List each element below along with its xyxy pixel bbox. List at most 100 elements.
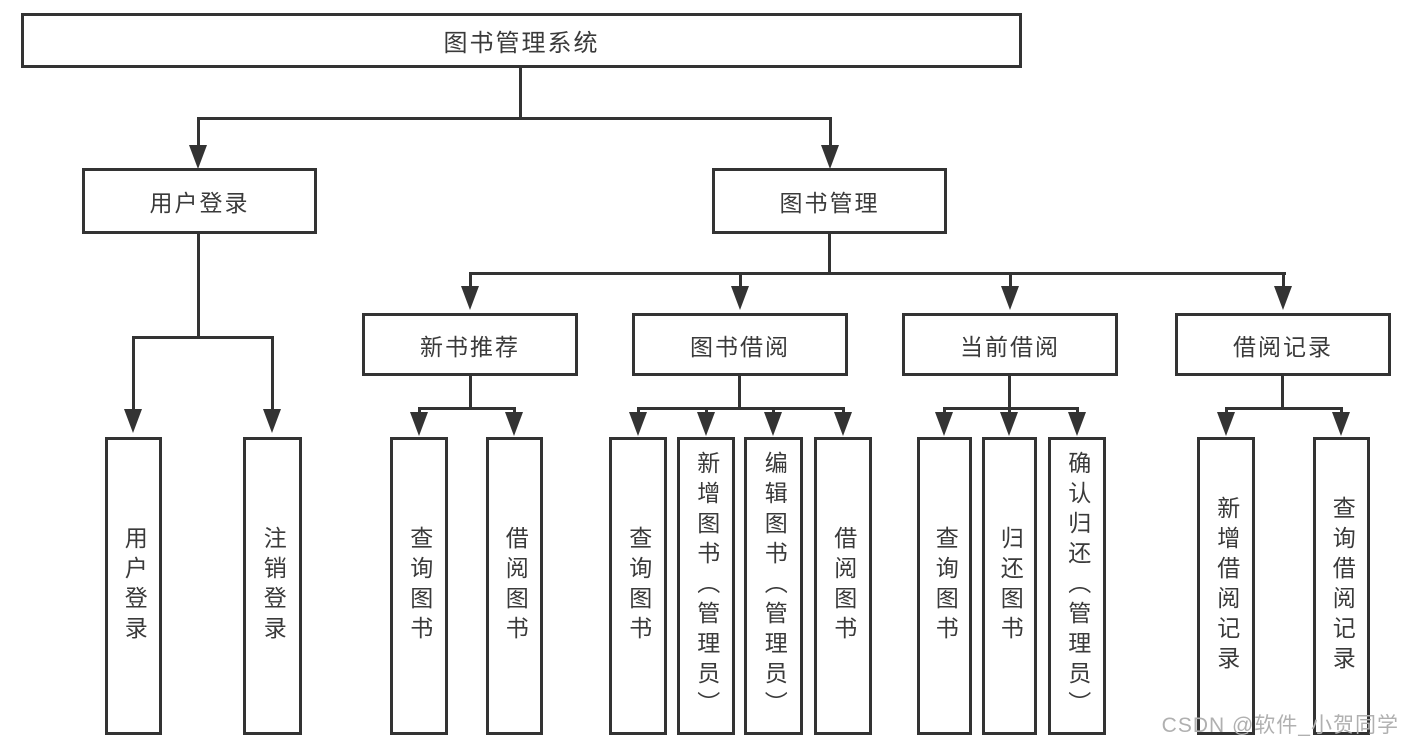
leaf-confirm-return-admin: 确认归还（管理员） [1048,437,1106,735]
arrow-head-icon [189,145,207,169]
arrow-stem [1075,407,1079,412]
node-label: 查询图书 [932,526,959,646]
arrow-to-leaf-user-login [124,336,142,433]
arrow-head-icon [935,412,953,436]
node-label: 确认归还（管理员） [1064,451,1091,721]
arrow-head-icon [834,412,852,436]
arrow-stem [942,407,946,412]
arrow-head-icon [1274,286,1292,310]
arrow-to-search-borrow-record [1332,407,1350,436]
arrow-to-add-borrow-record [1217,407,1235,436]
arrow-stem [417,407,421,412]
arrow-to-return-books [1000,407,1018,436]
node-label: 新书推荐 [420,333,520,360]
arrow-stem [512,407,516,412]
leaf-search-borrow-record: 查询借阅记录 [1313,437,1370,735]
arrow-stem [1007,407,1011,412]
connector-level3-bus [469,272,1286,275]
leaf-return-books: 归还图书 [982,437,1037,735]
arrow-to-book-management [821,117,839,169]
node-label: 注销登录 [260,526,287,646]
node-label: 用户登录 [121,526,148,646]
node-label: 编辑图书（管理员） [761,451,788,721]
arrow-to-search-books [629,407,647,436]
node-label: 查询图书 [625,526,652,646]
connector-user-login-down [197,234,200,338]
arrow-head-icon [821,145,839,169]
node-label: 用户登录 [149,190,250,216]
connector-current-borrowing-down [1008,376,1011,409]
arrow-stem [841,407,845,412]
arrow-head-icon [124,409,142,433]
connector-user-login-bus [132,336,274,339]
node-library-management-system: 图书管理系统 [21,13,1022,68]
arrow-to-new-book-recommendation [461,272,479,310]
node-label: 归还图书 [997,526,1024,646]
arrow-to-user-login [189,117,207,169]
arrow-stem [738,272,742,286]
arrow-stem [131,336,135,409]
connector-book-management-down [828,234,831,274]
connector-borrowing-records-bus [1225,407,1343,410]
connector-level2-bus [197,117,832,120]
leaf-borrow-books: 借阅图书 [814,437,872,735]
arrow-to-confirm-return [1068,407,1086,436]
node-label: 查询图书 [406,526,433,646]
arrow-to-leaf-logout [263,336,281,433]
connector-current-borrowing-bus [943,407,1079,410]
connector-book-borrowing-down [738,376,741,409]
arrow-stem [771,407,775,412]
arrow-head-icon [461,286,479,310]
arrow-stem [1281,272,1285,286]
arrow-to-search-books [935,407,953,436]
arrow-stem [468,272,472,286]
arrow-stem [636,407,640,412]
arrow-stem [1008,272,1012,286]
node-label: 借阅图书 [830,526,857,646]
leaf-add-books-admin: 新增图书（管理员） [677,437,735,735]
arrow-to-borrow-books [505,407,523,436]
arrow-to-borrow-books [834,407,852,436]
arrow-head-icon [1332,412,1350,436]
arrow-head-icon [731,286,749,310]
arrow-to-edit-books [764,407,782,436]
leaf-search-books-recommend: 查询图书 [390,437,448,735]
arrow-head-icon [1068,412,1086,436]
arrow-to-borrowing-records [1274,272,1292,310]
node-label: 借阅图书 [502,526,529,646]
arrow-head-icon [1000,412,1018,436]
watermark: CSDN @软件_小贺同学 [1161,714,1399,737]
node-book-management: 图书管理 [712,168,947,234]
arrow-to-book-borrowing [731,272,749,310]
connector-borrowing-records-down [1281,376,1284,409]
node-book-borrowing: 图书借阅 [632,313,848,376]
node-label: 查询借阅记录 [1329,496,1356,676]
node-borrowing-records: 借阅记录 [1175,313,1391,376]
node-label: 当前借阅 [960,333,1060,360]
arrow-head-icon [1001,286,1019,310]
node-label: 图书管理系统 [443,30,600,57]
arrow-head-icon [697,412,715,436]
arrow-head-icon [263,409,281,433]
arrow-stem [270,336,274,409]
node-current-borrowing: 当前借阅 [902,313,1118,376]
leaf-logout: 注销登录 [243,437,302,735]
arrow-stem [196,117,200,145]
leaf-user-login: 用户登录 [105,437,162,735]
node-new-book-recommendation: 新书推荐 [362,313,578,376]
arrow-head-icon [629,412,647,436]
arrow-to-search-books [410,407,428,436]
arrow-stem [704,407,708,412]
connector-new-book-down [469,376,472,409]
arrow-head-icon [1217,412,1235,436]
arrow-head-icon [505,412,523,436]
leaf-search-books-borrowing: 查询图书 [609,437,667,735]
leaf-add-borrow-record: 新增借阅记录 [1197,437,1255,735]
connector-book-borrowing-bus [637,407,845,410]
leaf-borrow-books-recommend: 借阅图书 [486,437,543,735]
arrow-stem [1339,407,1343,412]
arrow-head-icon [764,412,782,436]
connector-new-book-bus [418,407,516,410]
node-label: 借阅记录 [1233,333,1333,360]
